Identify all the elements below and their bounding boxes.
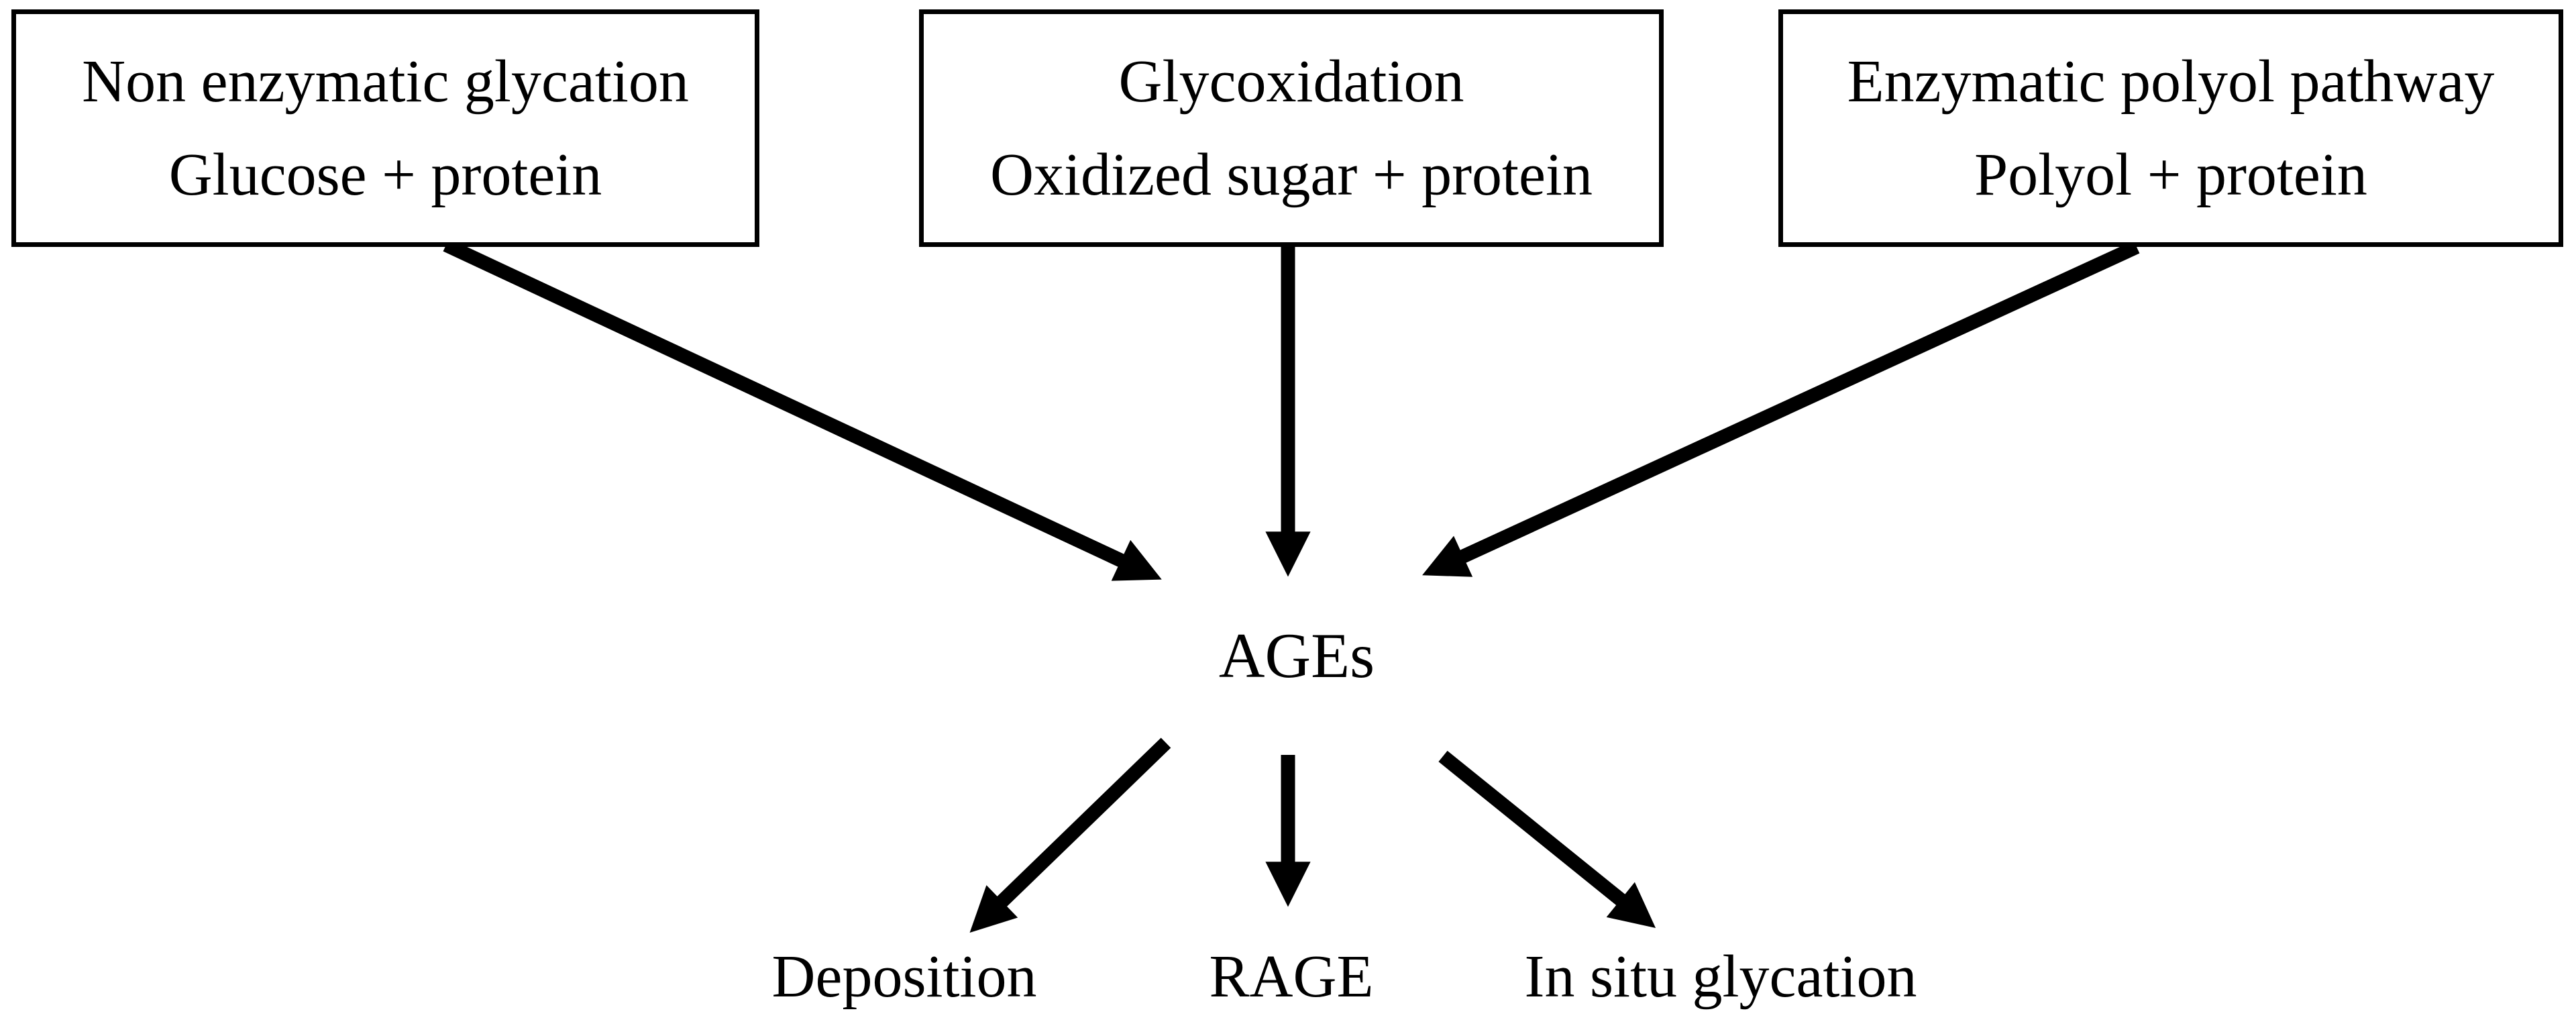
box-enzymatic-polyol-pathway: Enzymatic polyol pathway Polyol + protei…	[1778, 9, 2563, 247]
box-title-enzymatic-polyol-pathway: Enzymatic polyol pathway	[1847, 48, 2495, 115]
outcome-label-rage: RAGE	[1209, 943, 1374, 1010]
box-reaction-glucose-protein: Glucose + protein	[168, 141, 602, 208]
box-reaction-polyol-protein: Polyol + protein	[1974, 141, 2367, 208]
ages-node-label: AGEs	[1218, 620, 1375, 691]
arrow-non-enzymatic-glycation-to-ages	[443, 238, 1162, 581]
box-glycoxidation: Glycoxidation Oxidized sugar + protein	[919, 9, 1664, 247]
box-reaction-oxidized-sugar-protein: Oxidized sugar + protein	[989, 141, 1593, 208]
outcome-label-in-situ-glycation: In situ glycation	[1524, 943, 1917, 1010]
arrow-ages-to-deposition	[969, 737, 1171, 933]
box-title-glycoxidation: Glycoxidation	[1118, 48, 1464, 115]
arrow-ages-to-in-situ-glycation	[1438, 750, 1656, 928]
box-title-non-enzymatic-glycation: Non enzymatic glycation	[82, 48, 689, 115]
box-non-enzymatic-glycation: Non enzymatic glycation Glucose + protei…	[11, 9, 759, 247]
outcome-label-deposition: Deposition	[771, 943, 1037, 1010]
arrow-enzymatic-polyol-pathway-to-ages	[1422, 240, 2140, 577]
